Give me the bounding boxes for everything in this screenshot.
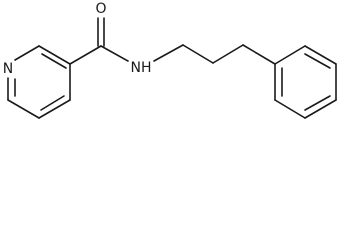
bond-ch2a-ch2b [182, 44, 214, 64]
pyridine-ring: N [3, 45, 71, 119]
amide-nh-label: NH [131, 60, 152, 76]
amide-group: O NH [69, 1, 152, 76]
bond-c2-c3-inner [41, 53, 67, 69]
pyridine-nitrogen-label: N [3, 61, 13, 77]
bond-ph5-ph6 [274, 99, 306, 119]
bond-ph2-ph3-inner [304, 53, 331, 69]
bond-ph1-ph2 [274, 45, 306, 65]
bond-c5-c6 [7, 99, 40, 119]
bond-c4-c5 [38, 99, 71, 119]
bond-c2-c3 [38, 45, 71, 65]
bond-n1-c2 [14, 45, 40, 61]
bond-ch2c-phenyl [242, 44, 276, 65]
bond-ph4-ph5-inner [304, 95, 331, 111]
bond-nh-ch2a [153, 44, 184, 62]
bond-carbonyl-nitrogen [100, 45, 129, 62]
bond-ring-carbonyl [69, 45, 102, 65]
propyl-chain [153, 44, 276, 65]
bond-ch2b-ch2c [212, 44, 244, 64]
bond-ph4-ph5 [304, 99, 337, 119]
chemical-structure-diagram: N O NH [3, 1, 337, 119]
phenyl-ring [274, 45, 337, 119]
bond-ph2-ph3 [304, 45, 337, 65]
bond-c4-c5-inner [40, 95, 65, 111]
carbonyl-oxygen-label: O [95, 1, 106, 17]
